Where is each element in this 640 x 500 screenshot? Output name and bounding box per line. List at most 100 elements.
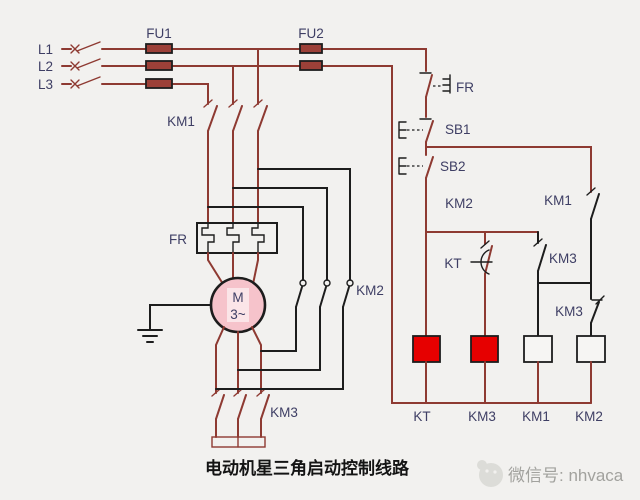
km1-contact-blade [590, 193, 600, 220]
coil-km3 [470, 335, 499, 404]
motor-label-plate [227, 288, 249, 322]
ground-symbol [137, 304, 212, 343]
supply-rows [61, 48, 592, 404]
km1-contact-tick [586, 187, 596, 196]
km1-contact-blades [207, 105, 268, 132]
fu1-fuse-3 [145, 78, 173, 89]
km3nc-tick [595, 295, 605, 305]
km2-ctrl-label: KM2 [445, 196, 473, 211]
fu2-label: FU2 [298, 26, 324, 41]
contactor-km3-star-contacts [211, 388, 270, 448]
km2-main-label: KM2 [356, 283, 384, 298]
kt-contact-blade [484, 245, 493, 275]
km2-terminal-2 [323, 279, 331, 287]
phase-label-l1: L1 [38, 42, 53, 57]
fr-ctrl-label: FR [456, 80, 474, 95]
km1-ctrl-label: KM1 [544, 193, 572, 208]
fr-blade [425, 74, 433, 98]
thermal-relay-fr-box [196, 222, 278, 254]
km1-contact-ticks [203, 99, 263, 108]
coil-km1 [523, 335, 553, 404]
fu1-fuse-2 [145, 60, 173, 71]
kt-coil-box [412, 335, 441, 363]
kt-coil-label: KT [413, 409, 430, 424]
motor-phase-label: 3~ [230, 307, 246, 322]
fr-heater-2 [226, 223, 240, 253]
km2-terminal-3 [346, 279, 354, 287]
start-button-sb2 [398, 156, 434, 337]
motor-letter: M [232, 290, 243, 305]
km3no-tick [533, 238, 543, 247]
fr-heater-3 [251, 223, 265, 253]
coil-kt [412, 335, 441, 404]
watermark-text: 微信号: nhvaca [508, 466, 624, 485]
switch-pole-1 [70, 41, 101, 54]
km3-main-label: KM3 [270, 405, 298, 420]
l3-wire [61, 83, 209, 105]
fu1-fuse-1 [145, 43, 173, 54]
fuse-fu1 [145, 43, 173, 89]
sb1-blade [425, 120, 434, 143]
fr-heater-1 [201, 223, 215, 253]
motor: M 3~ [209, 276, 267, 334]
wechat-watermark: 微信号: nhvaca [477, 460, 624, 487]
delta-return-3 [215, 306, 344, 390]
kt-contact-tick [480, 240, 490, 249]
delta-return-1 [260, 306, 297, 352]
km3-contact-blades [215, 394, 270, 420]
fuse-fu2 [299, 43, 323, 71]
logo-dot-2 [493, 470, 497, 474]
fu2-fuse-1 [299, 43, 323, 54]
km3-coil-label: KM3 [468, 409, 496, 424]
l1-wire [61, 48, 427, 72]
motor-bottom-wires [215, 326, 262, 394]
fr-to-motor-wires [207, 252, 259, 285]
fu1-label: FU1 [146, 26, 172, 41]
stop-button-sb1 [398, 118, 434, 156]
delta-tap-2 [232, 187, 328, 281]
km3-nc-label: KM3 [555, 304, 583, 319]
delta-tap-3 [257, 168, 351, 281]
km1-to-fr-wires [207, 130, 259, 224]
km2-coil-box [576, 335, 606, 363]
km1-self-hold-branch [425, 146, 600, 300]
fr-nc-contact [419, 72, 451, 118]
phase-label-l2: L2 [38, 59, 53, 74]
km2-coil-label: KM2 [575, 409, 603, 424]
phase-label-l3: L3 [38, 77, 53, 92]
km3-no-label: KM3 [549, 251, 577, 266]
kt-timed-contact [470, 231, 493, 337]
self-hold-wire [425, 146, 592, 193]
km3no-blade [537, 244, 547, 272]
disconnect-switch [70, 41, 101, 89]
delta-wiring [207, 168, 354, 390]
logo-small-circle [477, 460, 487, 470]
fr-trip-glyph [442, 74, 451, 94]
switch-pole-3 [70, 76, 101, 89]
ground-wire [149, 304, 212, 331]
fu2-fuse-2 [299, 60, 323, 71]
km1-coil-box [523, 335, 553, 363]
km2-contact-blades [295, 286, 350, 308]
logo-dot-1 [485, 469, 489, 473]
sb2-label: SB2 [440, 159, 466, 174]
control-circuit [398, 72, 606, 404]
km3-nc-contact [590, 295, 605, 337]
ground-bars [137, 329, 163, 343]
contactor-km1-main-contacts [203, 99, 268, 224]
delta-tap-1 [207, 206, 304, 281]
coil-km2 [576, 335, 606, 404]
sb1-label: SB1 [445, 122, 471, 137]
sb2-blade [425, 156, 434, 179]
sb2-button-cap [398, 157, 407, 175]
km3-contact-leads [215, 418, 262, 438]
km2-terminal-1 [299, 279, 307, 287]
switch-pole-2 [70, 58, 101, 71]
delta-return-2 [237, 306, 321, 371]
fr-box-outline [196, 222, 278, 254]
labels: L1 L2 L3 FU1 FU2 KM1 FR KM2 KM3 FR SB1 S… [38, 26, 603, 424]
km1-main-label: KM1 [167, 114, 195, 129]
km3-contact-ticks [211, 388, 266, 397]
l2-wire-control-rail [61, 65, 592, 404]
